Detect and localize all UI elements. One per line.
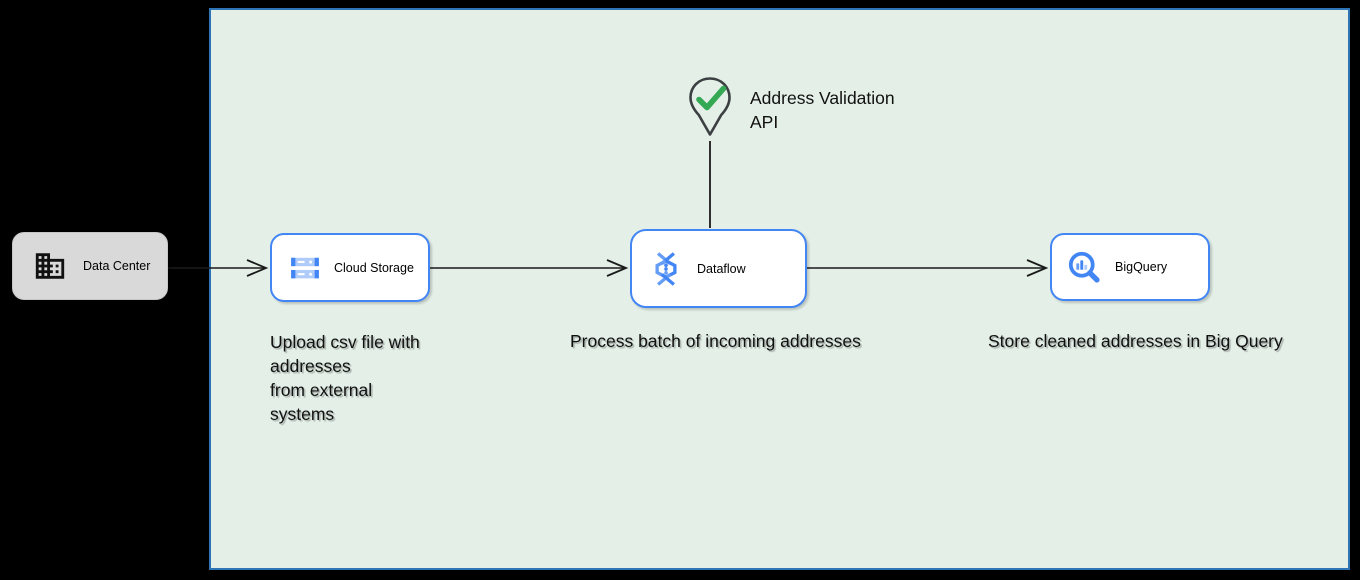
node-cloud-storage[interactable]: Cloud Storage	[270, 233, 430, 302]
location-pin-check-icon	[689, 77, 731, 136]
node-data-center[interactable]: Data Center	[12, 232, 168, 300]
node-label-cloud-storage: Cloud Storage	[334, 260, 414, 275]
office-building-icon	[35, 253, 65, 279]
node-dataflow[interactable]: Dataflow	[630, 229, 807, 308]
caption-dataflow: Process batch of incoming addresses	[570, 331, 861, 351]
dataflow-icon	[655, 251, 677, 286]
cloud-storage-icon	[291, 257, 319, 278]
bigquery-icon	[1068, 251, 1100, 283]
caption-cloud-storage: Upload csv file with addresses from exte…	[270, 332, 420, 424]
node-label-bigquery: BigQuery	[1115, 260, 1168, 274]
node-bigquery[interactable]: BigQuery	[1050, 233, 1210, 301]
address-validation-pin[interactable]	[686, 76, 734, 138]
caption-bigquery: Store cleaned addresses in Big Query	[988, 331, 1283, 351]
node-label-data-center: Data Center	[83, 259, 151, 273]
address-validation-label: Address Validation API	[750, 88, 895, 132]
node-label-dataflow: Dataflow	[697, 261, 746, 276]
